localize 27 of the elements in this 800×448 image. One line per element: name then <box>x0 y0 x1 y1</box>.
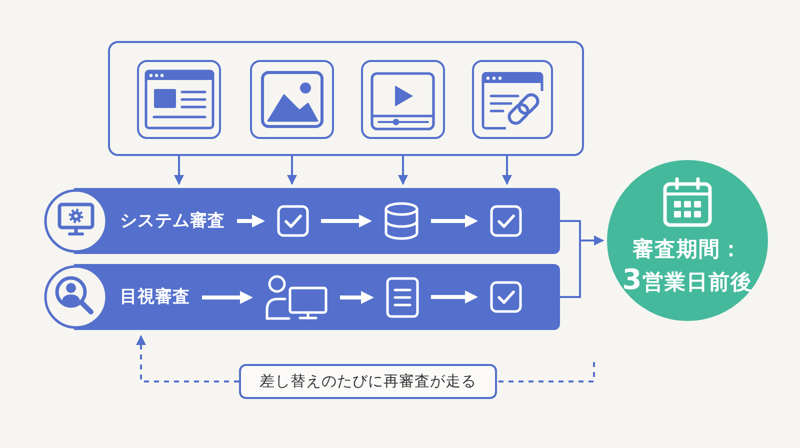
arrow <box>202 291 253 304</box>
checkbox-icon <box>490 205 522 237</box>
arrow <box>431 290 478 304</box>
process-band <box>44 264 560 330</box>
duration-value: 3営業日前後 <box>622 265 753 297</box>
person-computer-icon <box>265 275 328 320</box>
checkbox-icon <box>490 281 522 313</box>
checkbox-icon <box>277 205 309 237</box>
note-callout: 差し替えのたびに再審査が走る <box>239 364 497 399</box>
dashed-connector-line <box>497 362 595 382</box>
arrow <box>287 156 297 185</box>
arrow <box>174 156 184 185</box>
content-types-panel <box>108 41 584 156</box>
arrow <box>321 214 372 228</box>
arrow <box>237 214 265 228</box>
process-band <box>44 188 560 254</box>
arrow <box>398 156 408 185</box>
document-icon <box>386 277 419 318</box>
duration-label: 審査期間： <box>632 236 742 262</box>
arrow <box>340 291 374 304</box>
arrow <box>560 236 604 298</box>
band-title: システム審査 <box>120 209 225 233</box>
database-icon <box>384 202 419 240</box>
band-title: 目視審査 <box>120 285 190 309</box>
arrow <box>502 156 512 185</box>
dashed-arrow <box>136 335 239 382</box>
arrow <box>431 214 478 228</box>
